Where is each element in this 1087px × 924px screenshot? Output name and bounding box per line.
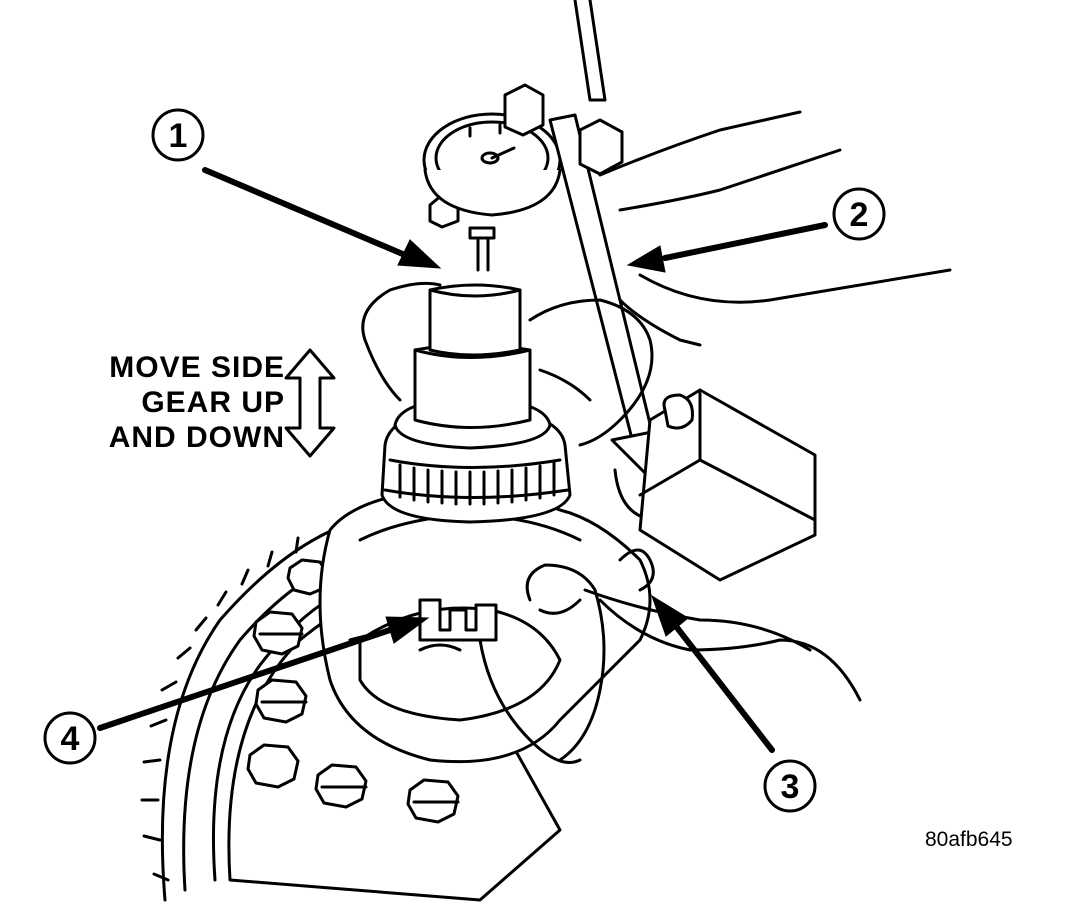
instruction-line-1: MOVE SIDE xyxy=(109,351,285,384)
instruction-text: MOVE SIDE GEAR UP AND DOWN xyxy=(60,350,285,455)
callout-1-label: 1 xyxy=(169,117,188,155)
figure-code: 80afb645 xyxy=(925,828,1013,851)
leader-arrow-4 xyxy=(97,616,430,731)
instruction-line-2: GEAR UP xyxy=(141,386,285,419)
upper-hand xyxy=(598,110,952,347)
leader-arrows xyxy=(97,167,828,753)
instruction-line-3: AND DOWN xyxy=(108,421,285,454)
callout-4-label: 4 xyxy=(61,720,80,758)
callout-4: 4 xyxy=(43,711,97,765)
side-gear xyxy=(358,598,562,722)
callout-3-label: 3 xyxy=(781,768,800,806)
magnetic-base xyxy=(638,388,817,582)
callout-3: 3 xyxy=(763,759,817,813)
lower-hand xyxy=(525,548,862,762)
flange-bolts xyxy=(246,558,460,824)
left-hand xyxy=(361,281,654,447)
dial-indicator xyxy=(422,112,562,272)
adapter-tool xyxy=(393,283,552,450)
up-down-arrow-icon xyxy=(284,348,336,458)
leader-arrow-2 xyxy=(626,222,828,273)
callout-2-label: 2 xyxy=(850,196,869,234)
callout-2: 2 xyxy=(832,187,886,241)
leader-arrow-1 xyxy=(202,167,442,269)
callout-1: 1 xyxy=(151,108,205,162)
leader-arrow-3 xyxy=(651,594,775,753)
